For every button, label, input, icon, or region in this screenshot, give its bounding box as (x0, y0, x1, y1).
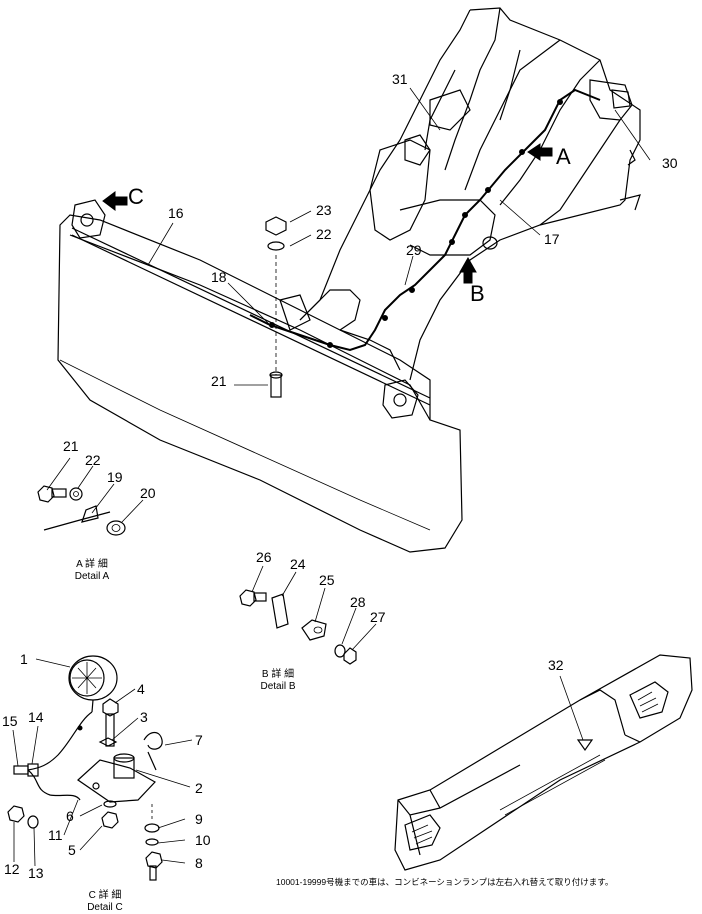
callout-31: 31 (392, 71, 408, 87)
lift-arm-frame (279, 7, 641, 381)
callout-16: 16 (168, 205, 184, 221)
callout-17: 17 (544, 231, 560, 247)
callout-5: 5 (68, 842, 76, 858)
callout-20: 20 (140, 485, 156, 501)
callout-25: 25 (319, 572, 335, 588)
callout-29: 29 (406, 242, 422, 258)
combination-lamp-housing (394, 654, 693, 871)
view-arrow-b (459, 256, 477, 284)
callout-9: 9 (195, 811, 203, 827)
detail-a-caption-jp: A 詳 細 (76, 559, 108, 570)
callout-2: 2 (195, 780, 203, 796)
callout-6: 6 (66, 808, 74, 824)
callout-15: 15 (2, 713, 18, 729)
callout-18: 18 (211, 269, 227, 285)
detail-b-caption-en: Detail B (260, 681, 296, 692)
detail-b-drawing (239, 565, 377, 665)
installation-note: 10001-19999号機までの車は、コンビネーションランプは左右入れ替えて取り… (276, 877, 614, 887)
callout-24: 24 (290, 556, 306, 572)
blade-bolt-assembly (265, 216, 287, 398)
callout-26: 26 (256, 549, 272, 565)
view-arrow-c (102, 191, 128, 211)
leader-lines (147, 87, 651, 386)
view-label-b: B (470, 281, 485, 306)
callout-27: 27 (370, 609, 386, 625)
dozer-blade (57, 199, 463, 553)
callout-23: 23 (316, 202, 332, 218)
callout-32: 32 (548, 657, 564, 673)
callout-22-main: 22 (316, 226, 332, 242)
detail-b-caption-jp: B 詳 細 (261, 669, 295, 680)
view-arrow-a (527, 143, 553, 161)
callout-13: 13 (28, 865, 44, 881)
callout-11: 11 (48, 827, 63, 843)
callout-19: 19 (107, 469, 123, 485)
detail-a-drawing (37, 457, 144, 536)
callout-8: 8 (195, 855, 203, 871)
detail-c-drawing (7, 655, 193, 881)
wiring-harness (249, 88, 601, 352)
callout-22-detail-a: 22 (85, 452, 101, 468)
callout-3: 3 (140, 709, 148, 725)
detail-c-caption-jp: C 詳 細 (88, 890, 122, 901)
callout-30: 30 (662, 155, 678, 171)
view-label-a: A (556, 144, 571, 169)
callout-10: 10 (195, 832, 211, 848)
view-label-c: C (128, 184, 144, 209)
detail-c-caption-en: Detail C (87, 902, 123, 913)
callout-4: 4 (137, 681, 145, 697)
callout-21-detail-a: 21 (63, 438, 79, 454)
callout-1: 1 (20, 651, 28, 667)
callout-21-main: 21 (211, 373, 227, 389)
detail-a-caption-en: Detail A (74, 571, 110, 582)
callout-14: 14 (28, 709, 44, 725)
callout-7: 7 (195, 732, 203, 748)
callout-12: 12 (4, 861, 20, 877)
callout-28: 28 (350, 594, 366, 610)
